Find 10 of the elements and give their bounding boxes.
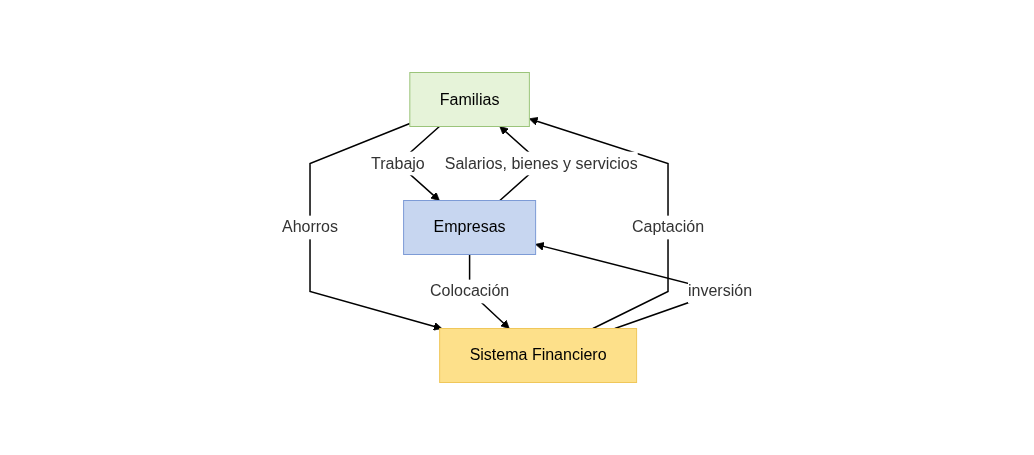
node-box: Familias: [409, 72, 530, 127]
edge-label: Trabajo: [371, 154, 425, 172]
node-box: Sistema Financiero: [439, 328, 638, 383]
edge-label: Colocación: [429, 282, 510, 300]
edge-label: Captación: [631, 218, 705, 236]
edge-label: Salarios, bienes y servicios: [444, 154, 638, 172]
edge-label: Ahorros: [281, 218, 338, 236]
edge-label: inversión: [687, 282, 753, 300]
arrow: [528, 117, 669, 330]
node-box: Empresas: [403, 200, 537, 255]
